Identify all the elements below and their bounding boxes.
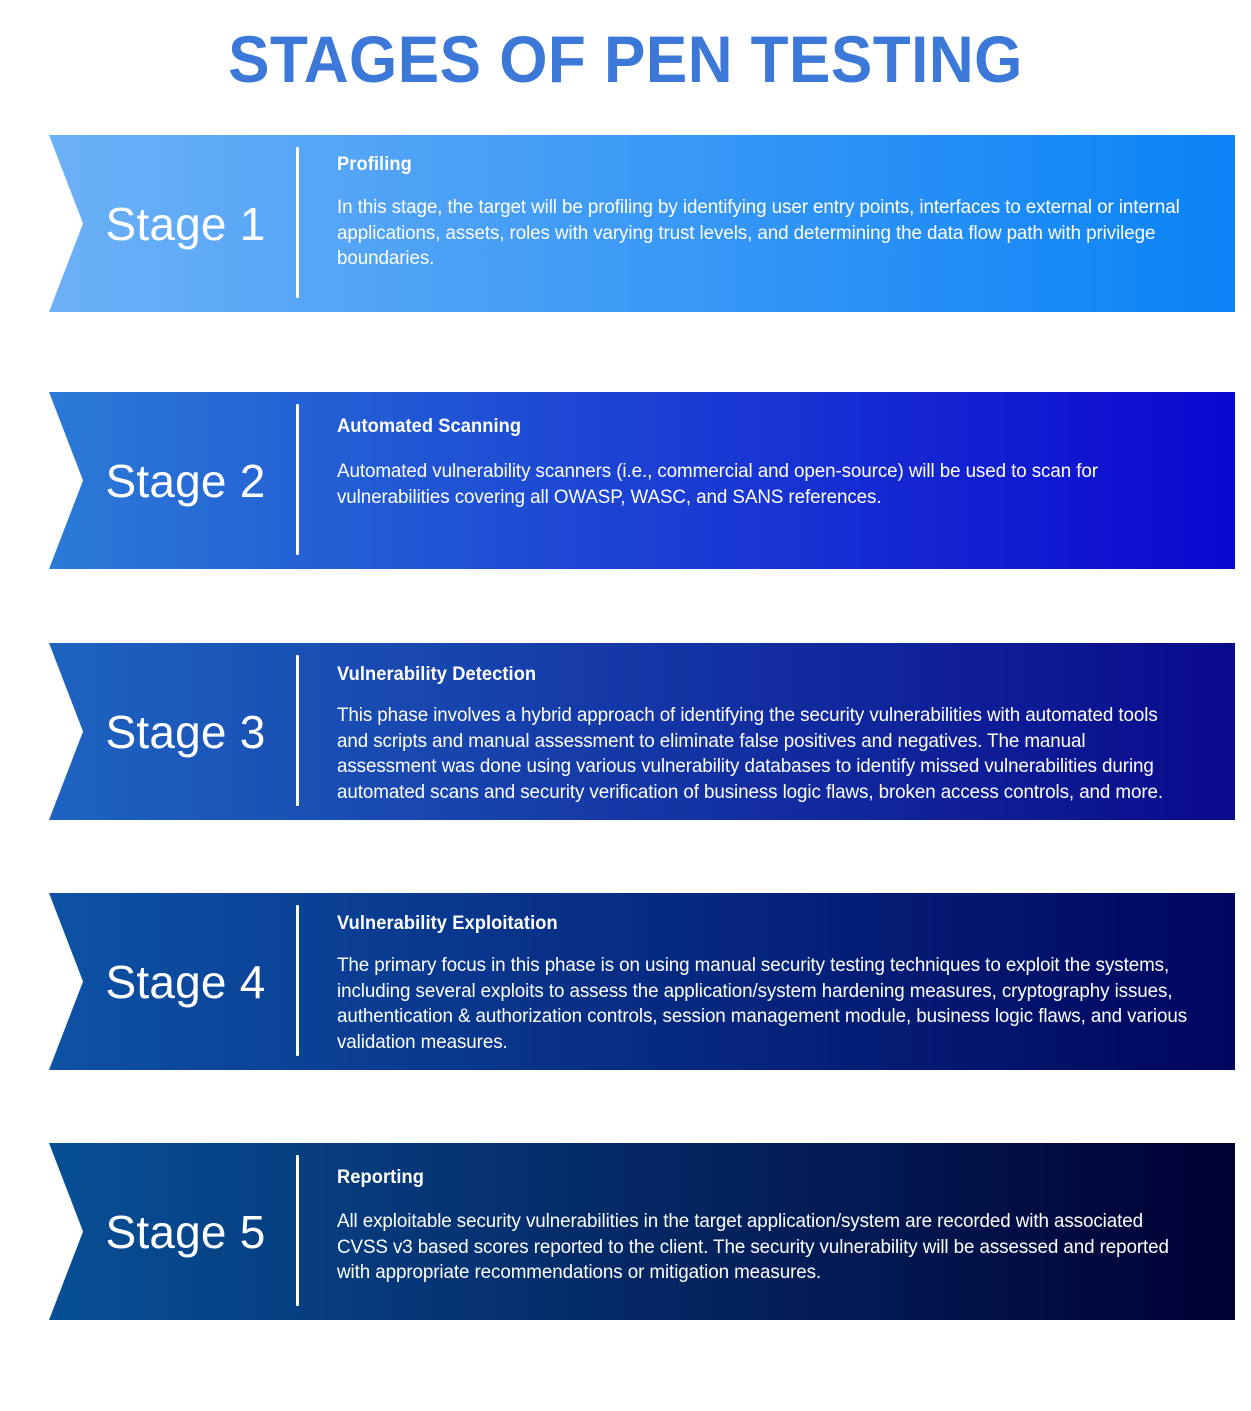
- stage-text-col-3: Vulnerability Detection This phase invol…: [299, 643, 1235, 820]
- stage-heading-1: Profiling: [337, 154, 412, 175]
- stage-banner-5[interactable]: Stage 5 Reporting All exploitable securi…: [49, 1143, 1235, 1320]
- stage-label-col-2: Stage 2: [49, 392, 296, 569]
- stage-label-5: Stage 5: [105, 1205, 266, 1258]
- stage-divider-2: [296, 404, 299, 555]
- stage-body-4: The primary focus in this phase is on us…: [337, 954, 1188, 1053]
- stage-content-5: Stage 5 Reporting All exploitable securi…: [49, 1143, 1235, 1320]
- stage-text-col-4: Vulnerability Exploitation The primary f…: [299, 893, 1235, 1070]
- stage-divider-4: [296, 905, 299, 1056]
- stage-content-4: Stage 4 Vulnerability Exploitation The p…: [49, 893, 1235, 1070]
- stage-body-1: In this stage, the target will be profil…: [337, 196, 1180, 269]
- stage-text-col-5: Reporting All exploitable security vulne…: [299, 1143, 1235, 1320]
- stage-banner-2[interactable]: Stage 2 Automated Scanning Automated vul…: [49, 392, 1235, 569]
- stage-divider-5: [296, 1155, 299, 1306]
- stage-text-col-2: Automated Scanning Automated vulnerabili…: [299, 392, 1235, 569]
- stage-label-col-3: Stage 3: [49, 643, 296, 820]
- stage-heading-4: Vulnerability Exploitation: [337, 913, 558, 934]
- stage-label-col-4: Stage 4: [49, 893, 296, 1070]
- stage-content-1: Stage 1 Profiling In this stage, the tar…: [49, 135, 1235, 312]
- stage-divider-1: [296, 147, 299, 298]
- page-title: STAGES OF PEN TESTING: [228, 22, 1023, 96]
- stage-body-5: All exploitable security vulnerabilities…: [337, 1210, 1169, 1283]
- stage-banner-3[interactable]: Stage 3 Vulnerability Detection This pha…: [49, 643, 1235, 820]
- stage-heading-5: Reporting: [337, 1167, 424, 1188]
- stage-heading-3: Vulnerability Detection: [337, 664, 537, 685]
- stage-content-2: Stage 2 Automated Scanning Automated vul…: [49, 392, 1235, 569]
- stage-content-3: Stage 3 Vulnerability Detection This pha…: [49, 643, 1235, 820]
- stage-body-3: This phase involves a hybrid approach of…: [337, 704, 1164, 803]
- stage-label-1: Stage 1: [105, 197, 266, 250]
- stage-banner-4[interactable]: Stage 4 Vulnerability Exploitation The p…: [49, 893, 1235, 1070]
- stage-label-3: Stage 3: [105, 705, 266, 758]
- stage-label-col-5: Stage 5: [49, 1143, 296, 1320]
- stage-heading-2: Automated Scanning: [337, 416, 522, 437]
- stage-text-col-1: Profiling In this stage, the target will…: [299, 135, 1235, 312]
- stage-label-col-1: Stage 1: [49, 135, 296, 312]
- stage-body-2: Automated vulnerability scanners (i.e., …: [337, 460, 1098, 508]
- stage-divider-3: [296, 655, 299, 806]
- stage-label-4: Stage 4: [105, 955, 266, 1008]
- stage-label-2: Stage 2: [105, 454, 266, 507]
- stage-banner-1[interactable]: Stage 1 Profiling In this stage, the tar…: [49, 135, 1235, 312]
